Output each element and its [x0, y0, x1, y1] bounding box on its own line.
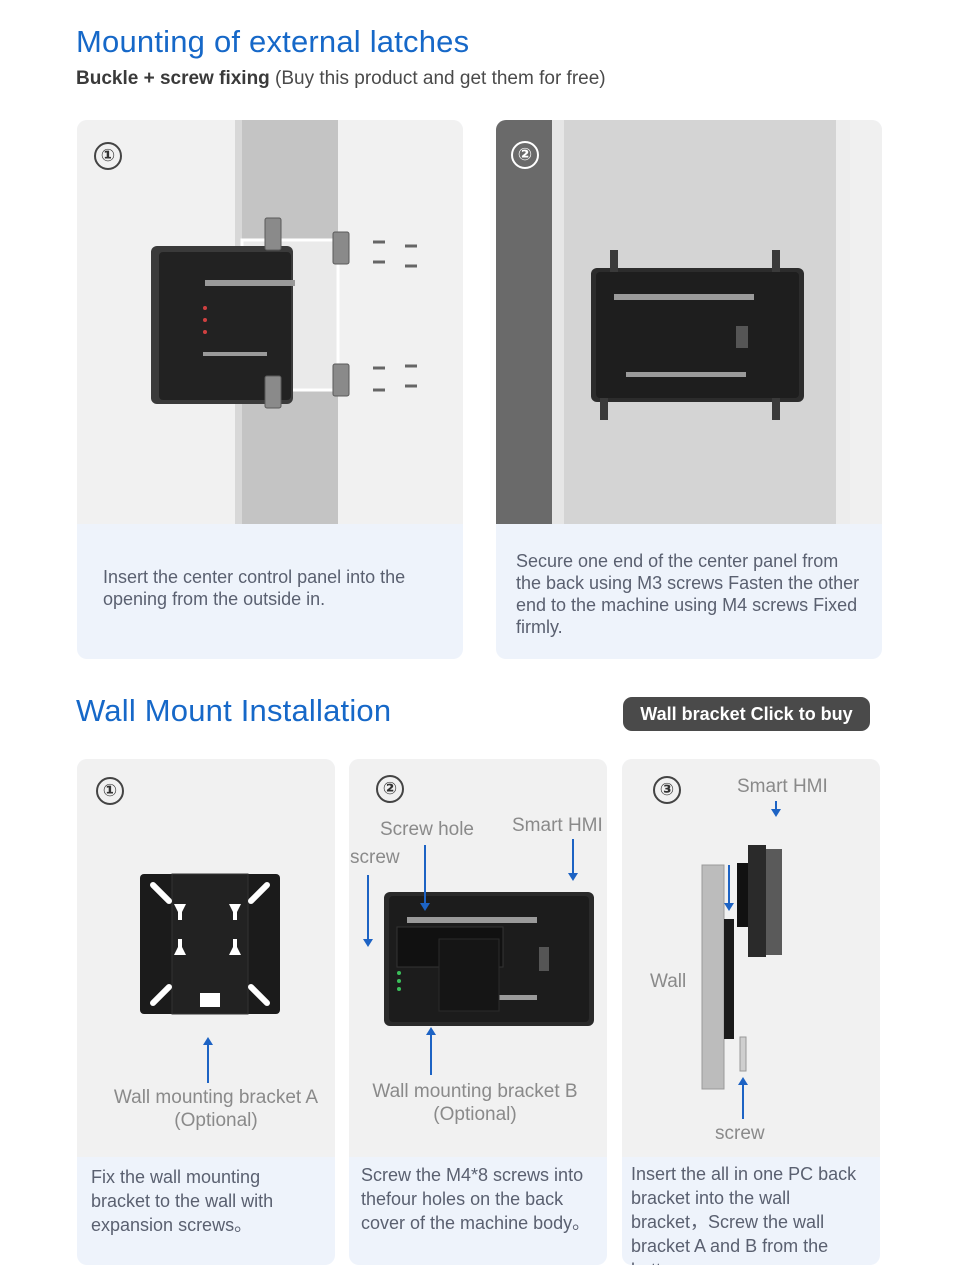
section-subtitle: Buckle + screw fixing (Buy this product … — [76, 68, 606, 90]
smart-hmi-label: Smart HMI — [512, 815, 603, 836]
latch-step-1-card: ① Insert the center control panel into t… — [77, 120, 463, 659]
down-arrow-icon — [420, 845, 430, 911]
wall-step-1-card: ① Wall mounting bracket A (Optional) Fix… — [77, 759, 335, 1265]
wall-label: Wall — [650, 971, 687, 992]
subtitle-bold: Buckle + screw fixing — [76, 68, 270, 89]
up-arrow-icon — [738, 1077, 748, 1119]
latch-step-1-image: ① — [77, 120, 463, 524]
step-number-badge: ② — [511, 141, 539, 169]
down-arrow-icon — [771, 801, 781, 817]
optional-label: (Optional) — [433, 1104, 517, 1125]
up-arrow-icon — [426, 1027, 436, 1075]
latch-step-2-card: ② Secure one end of the center panel fro… — [496, 120, 882, 659]
step-number-badge: ② — [376, 775, 404, 803]
wall-step-3-image: ③ Smart HMI Wall screw — [622, 759, 880, 1157]
buy-wall-bracket-button[interactable]: Wall bracket Click to buy — [623, 697, 870, 731]
up-arrow-icon — [203, 1037, 213, 1083]
down-arrow-icon — [724, 865, 734, 911]
latch-step-1-caption: Insert the center control panel into the… — [103, 567, 406, 609]
screw-label: screw — [715, 1123, 765, 1144]
latch-step-2-image: ② — [496, 120, 882, 524]
wall-step-1-image: ① Wall mounting bracket A (Optional) — [77, 759, 335, 1157]
wall-step-2-caption: Screw the M4*8 screws into thefour holes… — [361, 1165, 591, 1233]
wall-step-3-card: ③ Smart HMI Wall screw Insert the all in… — [622, 759, 880, 1265]
wall-step-1-caption: Fix the wall mounting bracket to the wal… — [91, 1167, 274, 1235]
step-number-badge: ① — [96, 777, 124, 805]
subtitle-rest: (Buy this product and get them for free) — [269, 68, 606, 89]
wall-step-2-image: ② Screw hole Smart HMI screw Wall mounti… — [349, 759, 607, 1157]
screw-hole-label: Screw hole — [380, 819, 474, 840]
smart-hmi-label: Smart HMI — [737, 776, 828, 797]
down-arrow-icon — [568, 839, 578, 881]
wall-step-3-caption: Insert the all in one PC back bracket in… — [631, 1164, 857, 1265]
bracket-a-label: Wall mounting bracket A — [113, 1087, 319, 1108]
step-number-badge: ③ — [653, 776, 681, 804]
section-title-wall-mount: Wall Mount Installation — [76, 693, 392, 728]
latch-step-2-caption: Secure one end of the center panel from … — [516, 551, 860, 637]
section-title-latches: Mounting of external latches — [76, 24, 470, 59]
step-number-badge: ① — [94, 142, 122, 170]
screw-label: screw — [350, 847, 400, 868]
optional-label: (Optional) — [174, 1110, 258, 1131]
bracket-b-label: Wall mounting bracket B — [372, 1081, 578, 1102]
down-arrow-icon — [363, 875, 373, 947]
wall-step-2-card: ② Screw hole Smart HMI screw Wall mounti… — [349, 759, 607, 1265]
